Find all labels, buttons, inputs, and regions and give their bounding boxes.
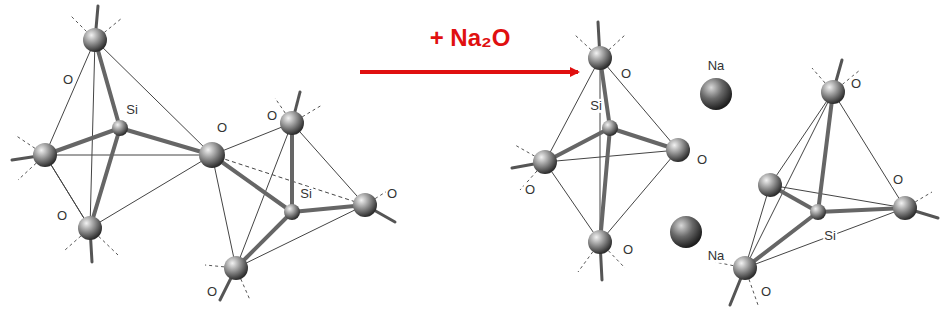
atom-label: O	[760, 285, 772, 299]
atom-label: O	[56, 209, 68, 223]
outer-dashes	[15, 15, 392, 300]
outer-dashes-right	[515, 35, 932, 305]
atom-label: Si	[589, 99, 603, 113]
atom-label: Si	[299, 187, 313, 201]
atom-label: O	[386, 187, 398, 201]
atom-label: O	[850, 77, 862, 91]
atom-label: O	[62, 73, 74, 87]
si-o-bonds-right	[545, 58, 905, 268]
atom-label: Si	[125, 103, 139, 117]
outer-bonds-right	[512, 22, 938, 305]
atom-label: O	[696, 153, 708, 167]
atom-label: O	[206, 285, 218, 299]
atom-label: O	[524, 183, 536, 197]
si-o-bonds	[45, 40, 365, 268]
oxygen-atoms	[33, 28, 377, 280]
atom-label: Si	[823, 229, 837, 243]
silicon-atoms-right	[602, 120, 826, 220]
atom-label: O	[266, 109, 278, 123]
atom-label: O	[892, 173, 904, 187]
silicon-atoms	[112, 120, 300, 220]
atom-label: O	[216, 121, 228, 135]
atom-label: Na	[707, 59, 726, 73]
reaction-label: + Na₂O	[429, 25, 512, 51]
tetrahedron-edges	[45, 40, 365, 268]
atom-label: Na	[707, 249, 726, 263]
outer-bonds	[12, 6, 395, 300]
reaction-arrow	[360, 70, 578, 74]
tetrahedron-hidden-edges	[212, 155, 365, 205]
atom-label: O	[622, 243, 634, 257]
sodium-atoms	[670, 78, 732, 248]
oxygen-atoms-right	[533, 46, 917, 280]
atom-label: O	[620, 67, 632, 81]
tetrahedron-edges-right	[545, 58, 905, 268]
